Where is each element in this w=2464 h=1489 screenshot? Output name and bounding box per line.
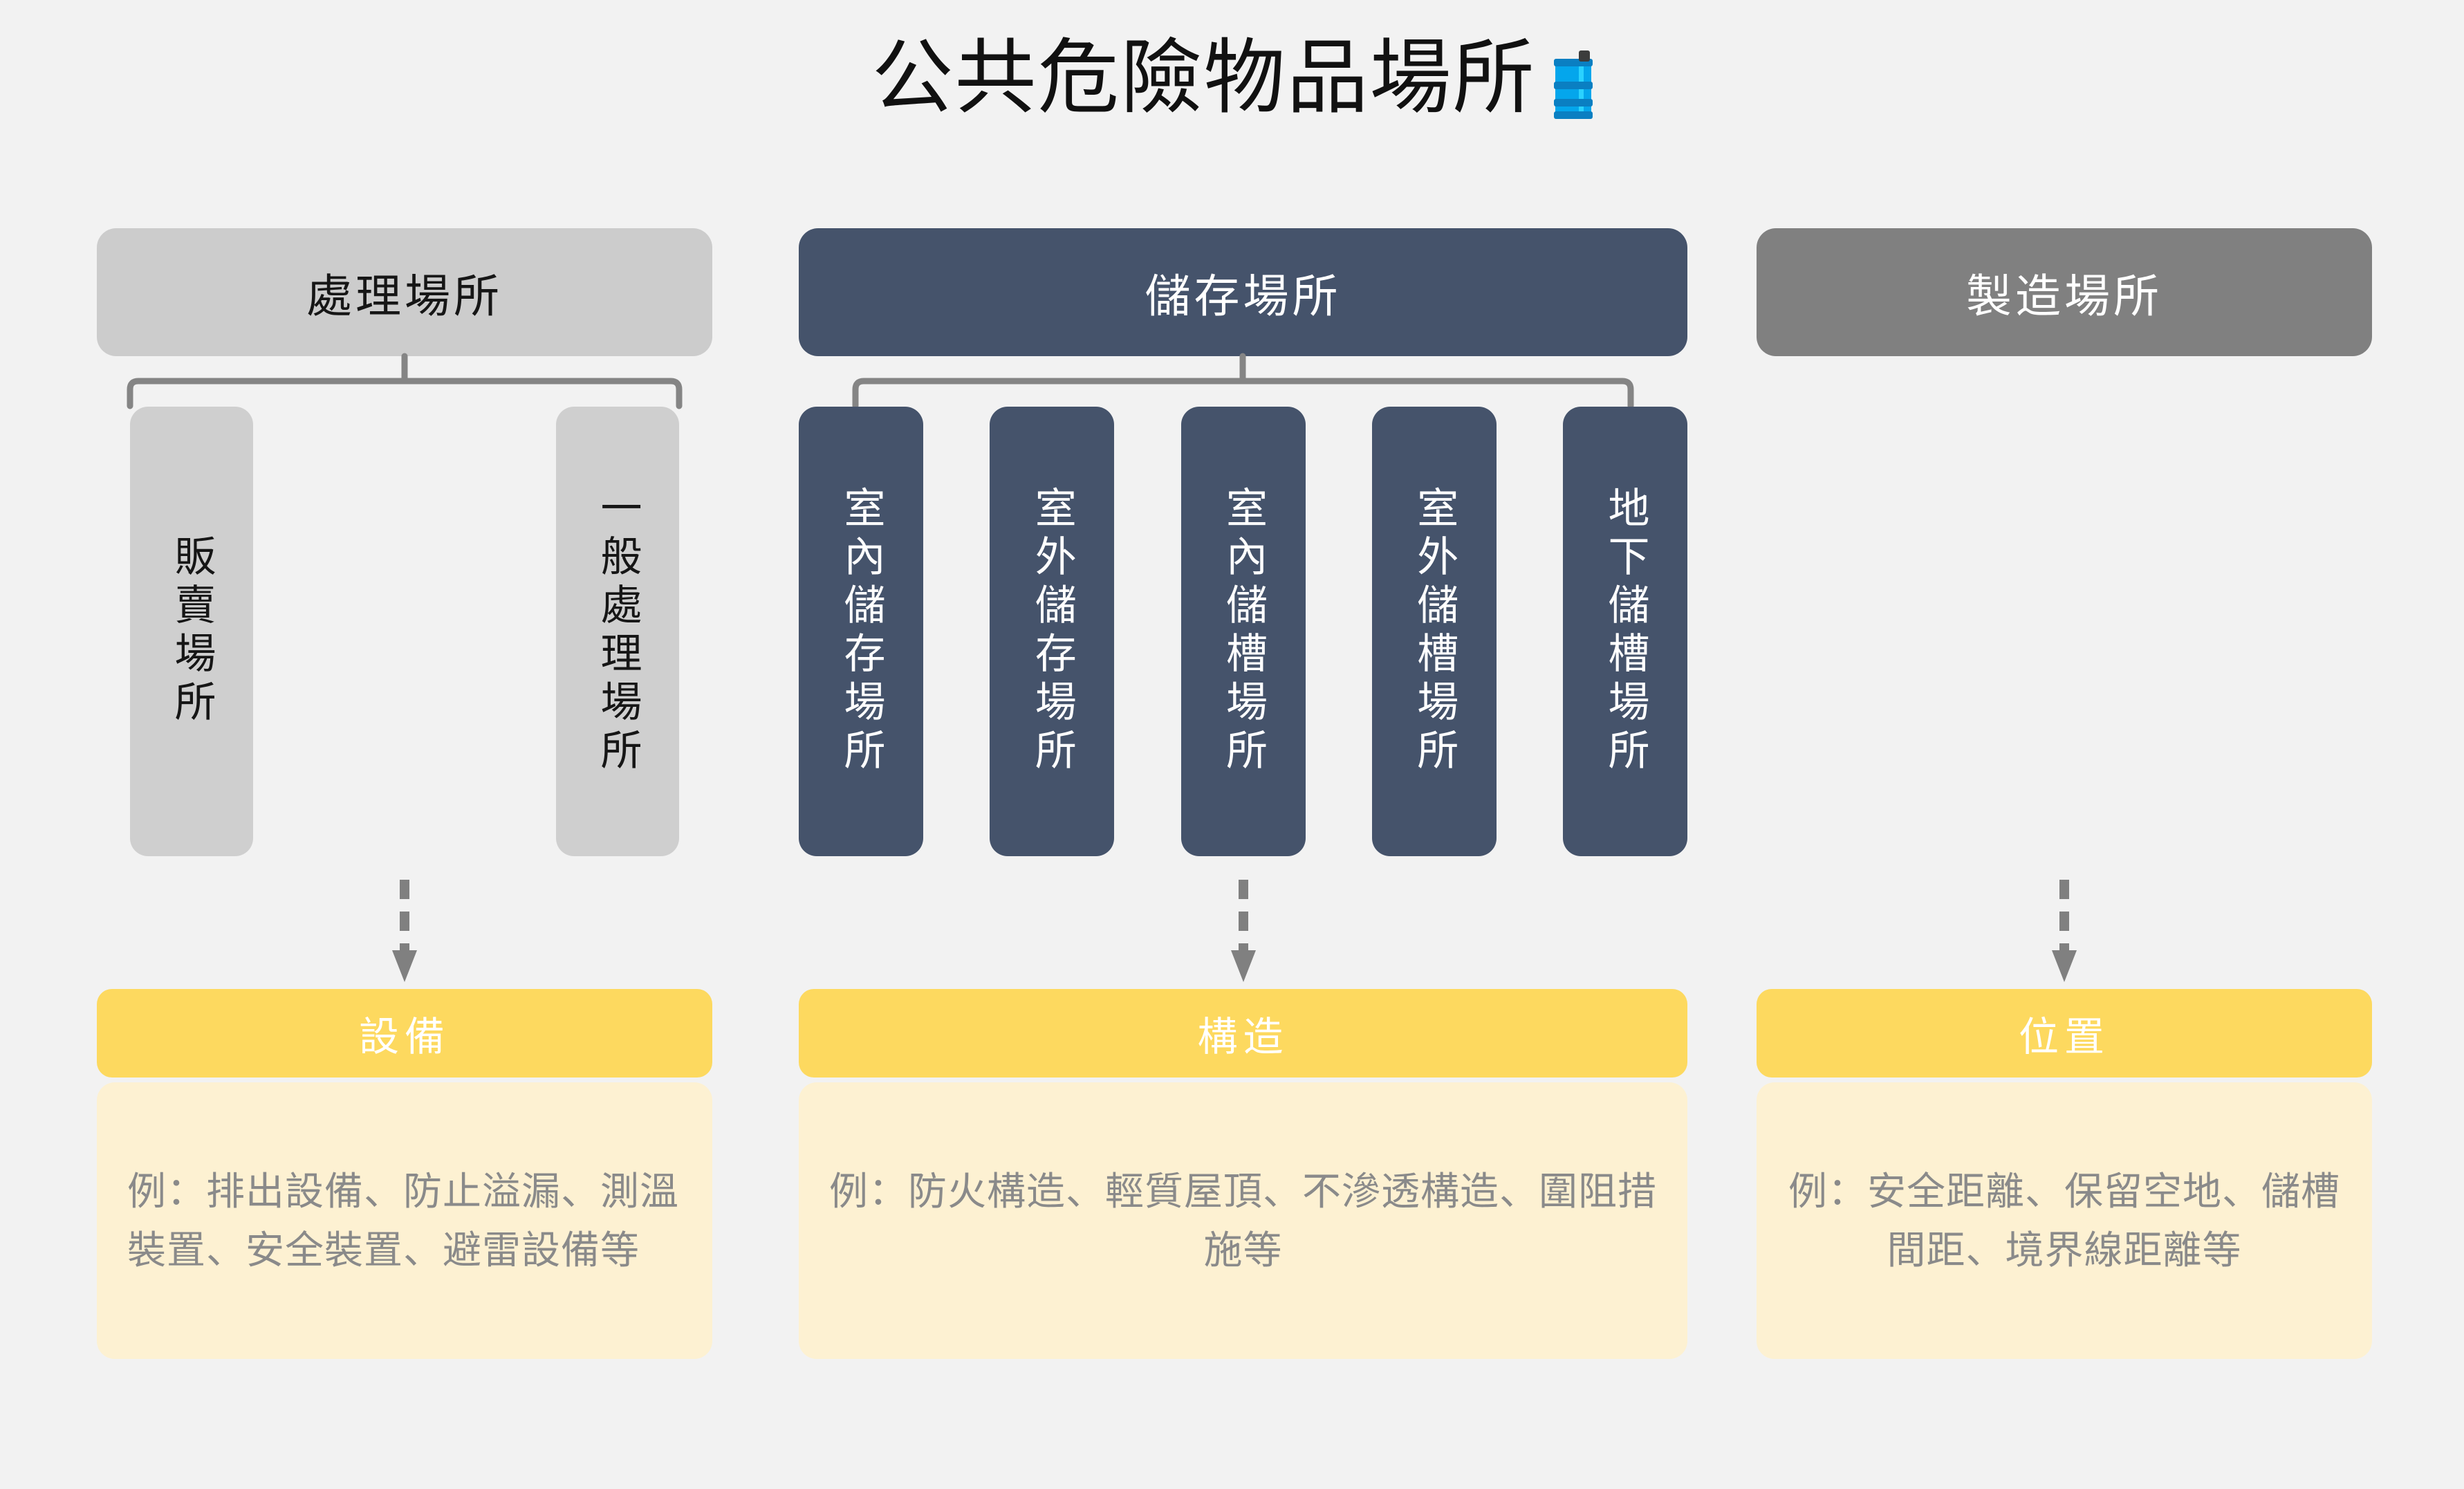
node-outdoor-tank-venue-label: 室外儲槽場所 <box>1411 486 1458 777</box>
header-storage-label: 儲存場所 <box>1145 270 1342 322</box>
node-indoor-storage-venue[interactable]: 室內儲存場所 <box>799 407 923 856</box>
example-body-equipment: 例：排出設備、防止溢漏、測溫裝置、安全裝置、避雷設備等 <box>97 1082 712 1359</box>
attribute-label-location-text: 位置 <box>2018 1015 2110 1060</box>
page-title: 公共危險物品場所 <box>0 26 2464 130</box>
node-indoor-storage-venue-label: 室內儲存場所 <box>838 486 884 777</box>
children-storage: 室內儲存場所 室外儲存場所 室內儲槽場所 室外儲槽場所 地下儲槽場所 <box>799 407 1687 856</box>
attribute-label-structure[interactable]: 構造 <box>799 989 1687 1078</box>
example-body-location: 例：安全距離、保留空地、儲槽間距、境界線距離等 <box>1757 1082 2372 1359</box>
oil-drum-band-top <box>1553 59 1593 66</box>
oil-drum-band-bottom <box>1553 111 1593 119</box>
oil-drum-icon <box>1553 49 1593 119</box>
node-general-processing-venue-label: 一般處理場所 <box>595 486 641 777</box>
header-processing[interactable]: 處理場所 <box>97 228 712 356</box>
node-outdoor-storage-venue[interactable]: 室外儲存場所 <box>990 407 1115 856</box>
node-outdoor-tank-venue[interactable]: 室外儲槽場所 <box>1371 407 1497 856</box>
example-text-structure: 例：防火構造、輕質屋頂、不滲透構造、圍阻措施等 <box>829 1169 1657 1272</box>
header-processing-label: 處理場所 <box>306 270 503 322</box>
arrow-storage-to-structure <box>1230 880 1256 982</box>
attribute-label-location[interactable]: 位置 <box>1757 989 2372 1078</box>
node-indoor-tank-venue[interactable]: 室內儲槽場所 <box>1180 407 1306 856</box>
oil-drum-cap <box>1578 50 1590 62</box>
example-text-location: 例：安全距離、保留空地、儲槽間距、境界線距離等 <box>1788 1169 2340 1272</box>
page-title-text: 公共危險物品場所 <box>871 33 1536 124</box>
node-indoor-tank-venue-label: 室內儲槽場所 <box>1220 486 1267 777</box>
header-manufacturing[interactable]: 製造場所 <box>1757 228 2372 356</box>
node-underground-tank-venue[interactable]: 地下儲槽場所 <box>1563 407 1687 856</box>
header-manufacturing-label: 製造場所 <box>1966 270 2162 322</box>
attribute-label-equipment-text: 設備 <box>358 1015 450 1060</box>
node-retail-venue[interactable]: 販賣場所 <box>130 407 253 856</box>
oil-drum-stripe <box>1578 62 1584 117</box>
arrow-manufacturing-to-location <box>2052 880 2077 982</box>
oil-drum-band-low <box>1553 99 1593 107</box>
attribute-label-equipment[interactable]: 設備 <box>97 989 712 1078</box>
oil-drum-band-mid <box>1553 82 1593 89</box>
arrow-processing-to-equipment <box>392 880 417 982</box>
example-body-structure: 例：防火構造、輕質屋頂、不滲透構造、圍阻措施等 <box>799 1082 1687 1359</box>
node-retail-venue-label: 販賣場所 <box>169 535 215 728</box>
example-text-equipment: 例：排出設備、防止溢漏、測溫裝置、安全裝置、避雷設備等 <box>127 1169 679 1272</box>
children-processing: 販賣場所 一般處理場所 <box>97 407 712 856</box>
attribute-label-structure-text: 構造 <box>1197 1015 1289 1060</box>
node-general-processing-venue[interactable]: 一般處理場所 <box>556 407 679 856</box>
node-outdoor-storage-venue-label: 室外儲存場所 <box>1029 486 1076 777</box>
node-underground-tank-venue-label: 地下儲槽場所 <box>1602 486 1649 777</box>
header-storage[interactable]: 儲存場所 <box>799 228 1687 356</box>
connector-processing <box>127 353 683 409</box>
connector-storage <box>852 353 1634 409</box>
